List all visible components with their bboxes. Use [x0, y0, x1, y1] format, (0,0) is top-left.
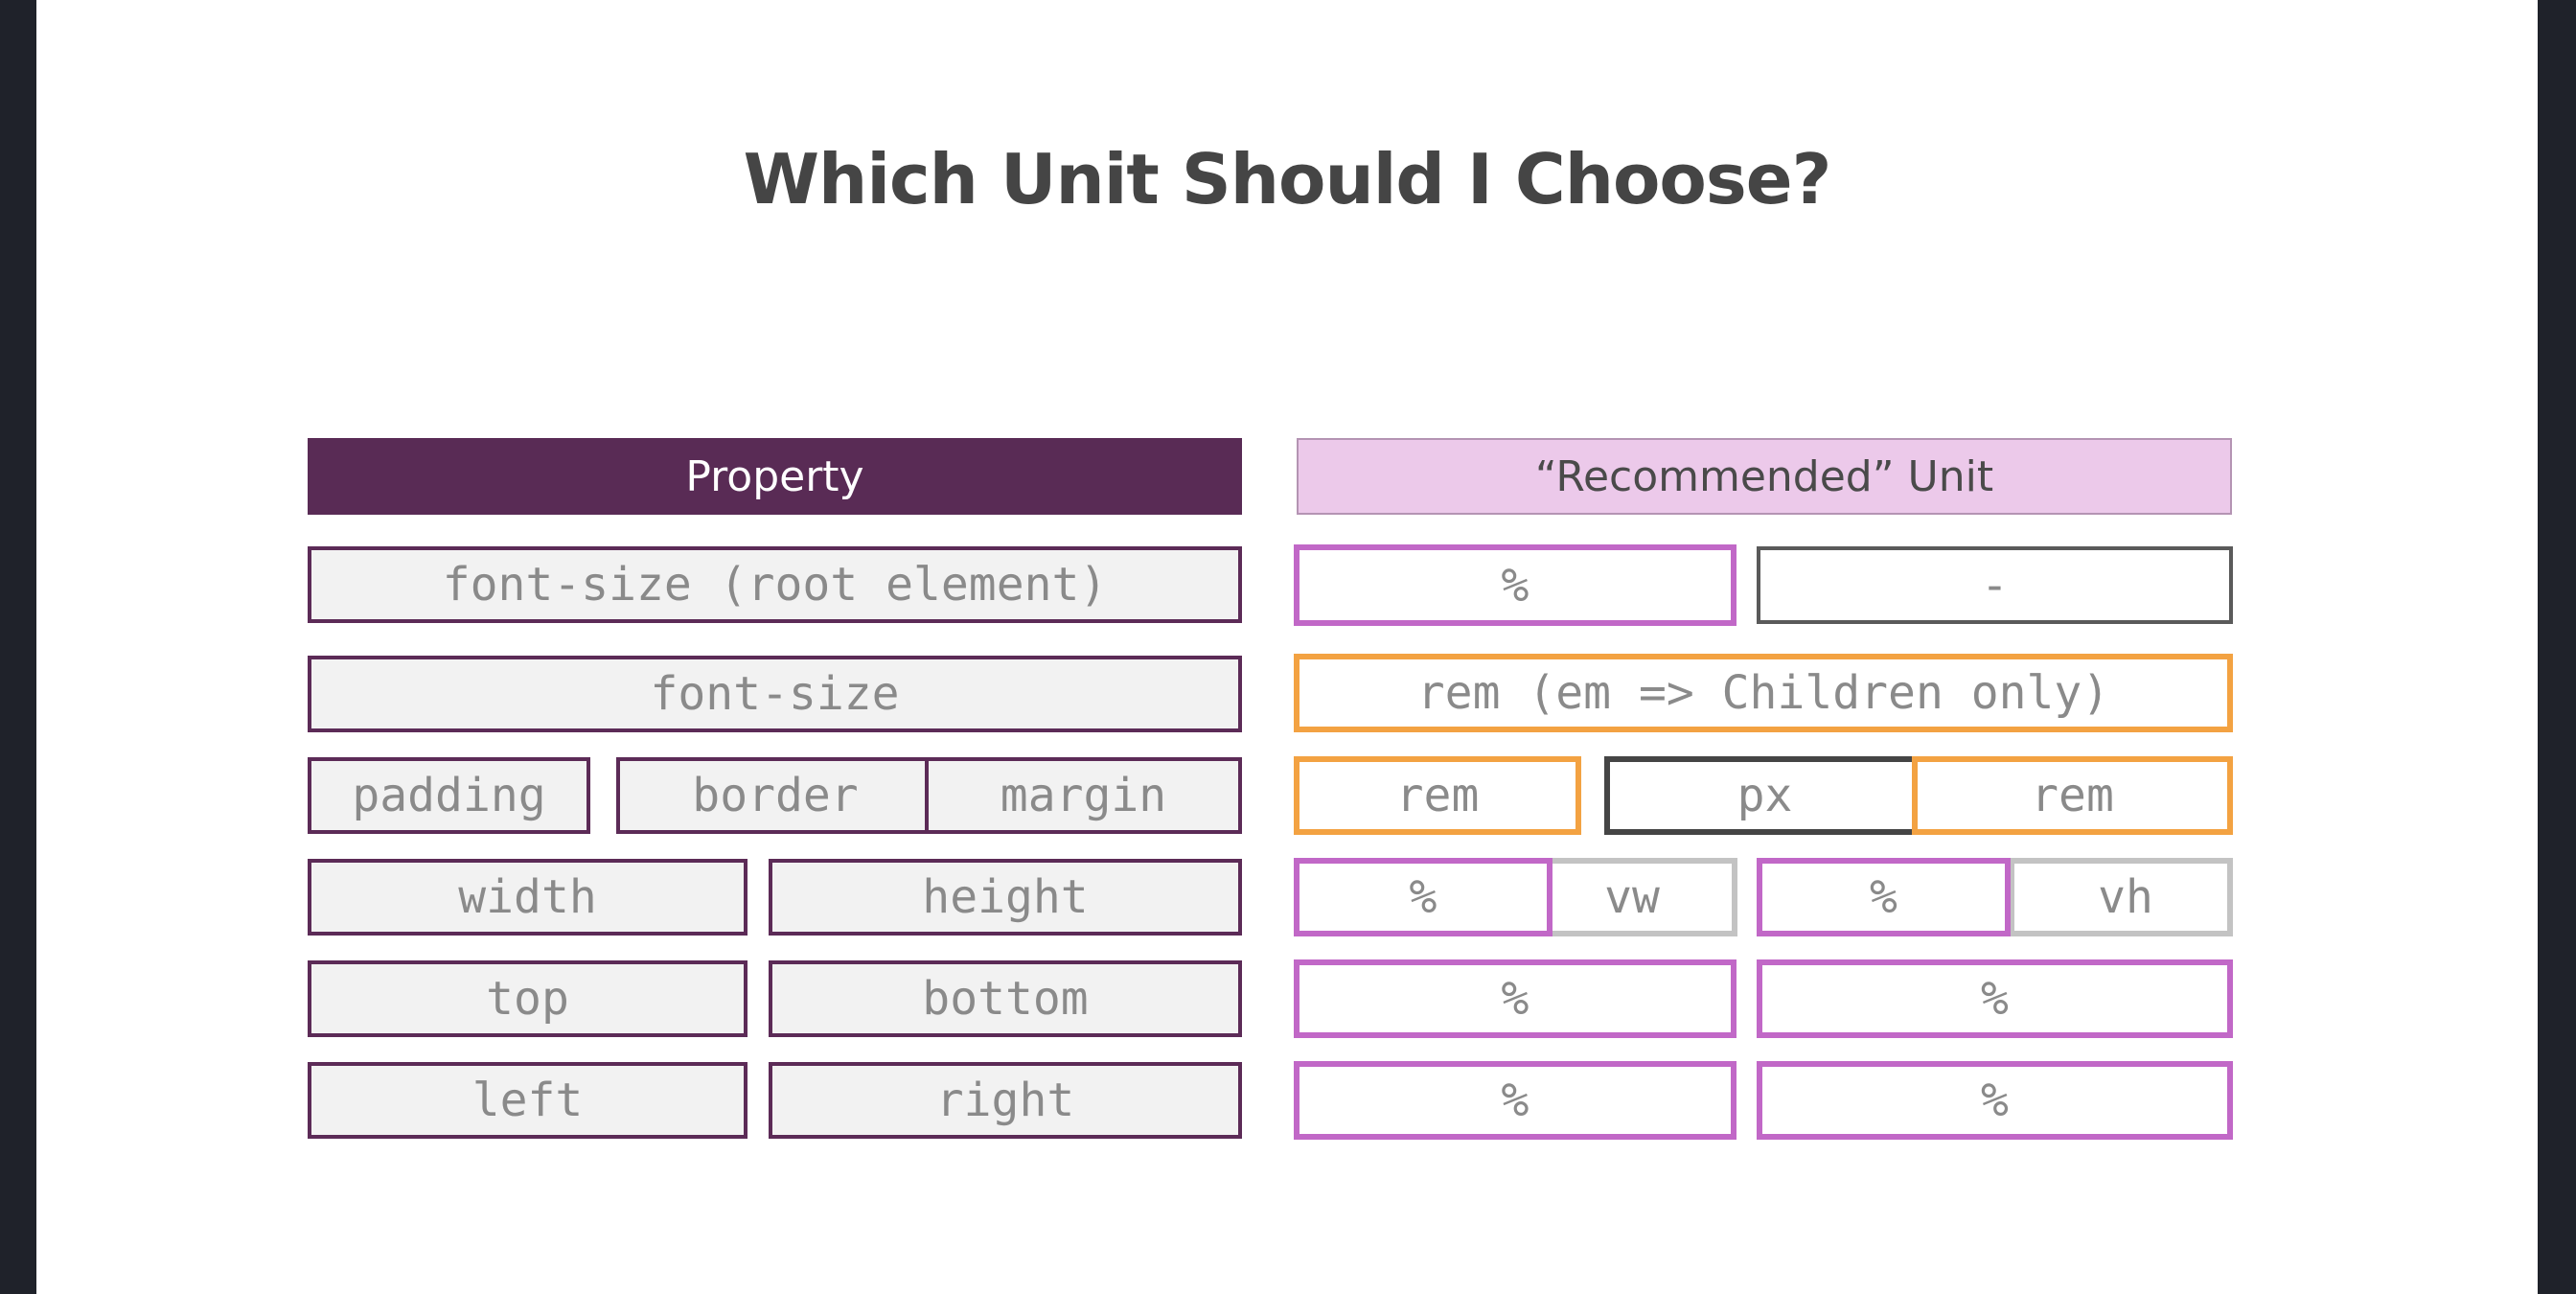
property-top: top — [308, 960, 748, 1037]
unit-height-percent: % — [1757, 858, 2011, 936]
property-bottom: bottom — [769, 960, 1242, 1037]
unit-left: % — [1294, 1061, 1736, 1140]
unit-top: % — [1294, 959, 1736, 1038]
unit-padding: rem — [1294, 756, 1581, 835]
property-width: width — [308, 859, 748, 936]
slide-title: Which Unit Should I Choose? — [743, 139, 1832, 220]
unit-width-percent: % — [1294, 858, 1552, 936]
property-padding: padding — [308, 757, 590, 834]
property-right: right — [769, 1062, 1242, 1139]
unit-font-size: rem (em => Children only) — [1294, 654, 2233, 732]
unit-bottom: % — [1757, 959, 2233, 1038]
unit-right: % — [1757, 1061, 2233, 1140]
unit-font-size-root-percent: % — [1294, 544, 1736, 626]
property-font-size: font-size — [308, 656, 1242, 732]
unit-font-size-root-none: - — [1757, 546, 2233, 624]
property-font-size-root: font-size (root element) — [308, 546, 1242, 623]
unit-border: px — [1604, 756, 1925, 835]
recommended-unit-header: “Recommended” Unit — [1297, 438, 2232, 515]
slide: Which Unit Should I Choose? Property “Re… — [36, 0, 2538, 1294]
unit-width-vw: vw — [1517, 858, 1737, 936]
property-margin: margin — [925, 757, 1242, 834]
property-left: left — [308, 1062, 748, 1139]
unit-height-vh: vh — [2009, 858, 2233, 936]
property-height: height — [769, 859, 1242, 936]
property-header: Property — [308, 438, 1242, 515]
property-border: border — [616, 757, 934, 834]
unit-margin: rem — [1912, 756, 2233, 835]
